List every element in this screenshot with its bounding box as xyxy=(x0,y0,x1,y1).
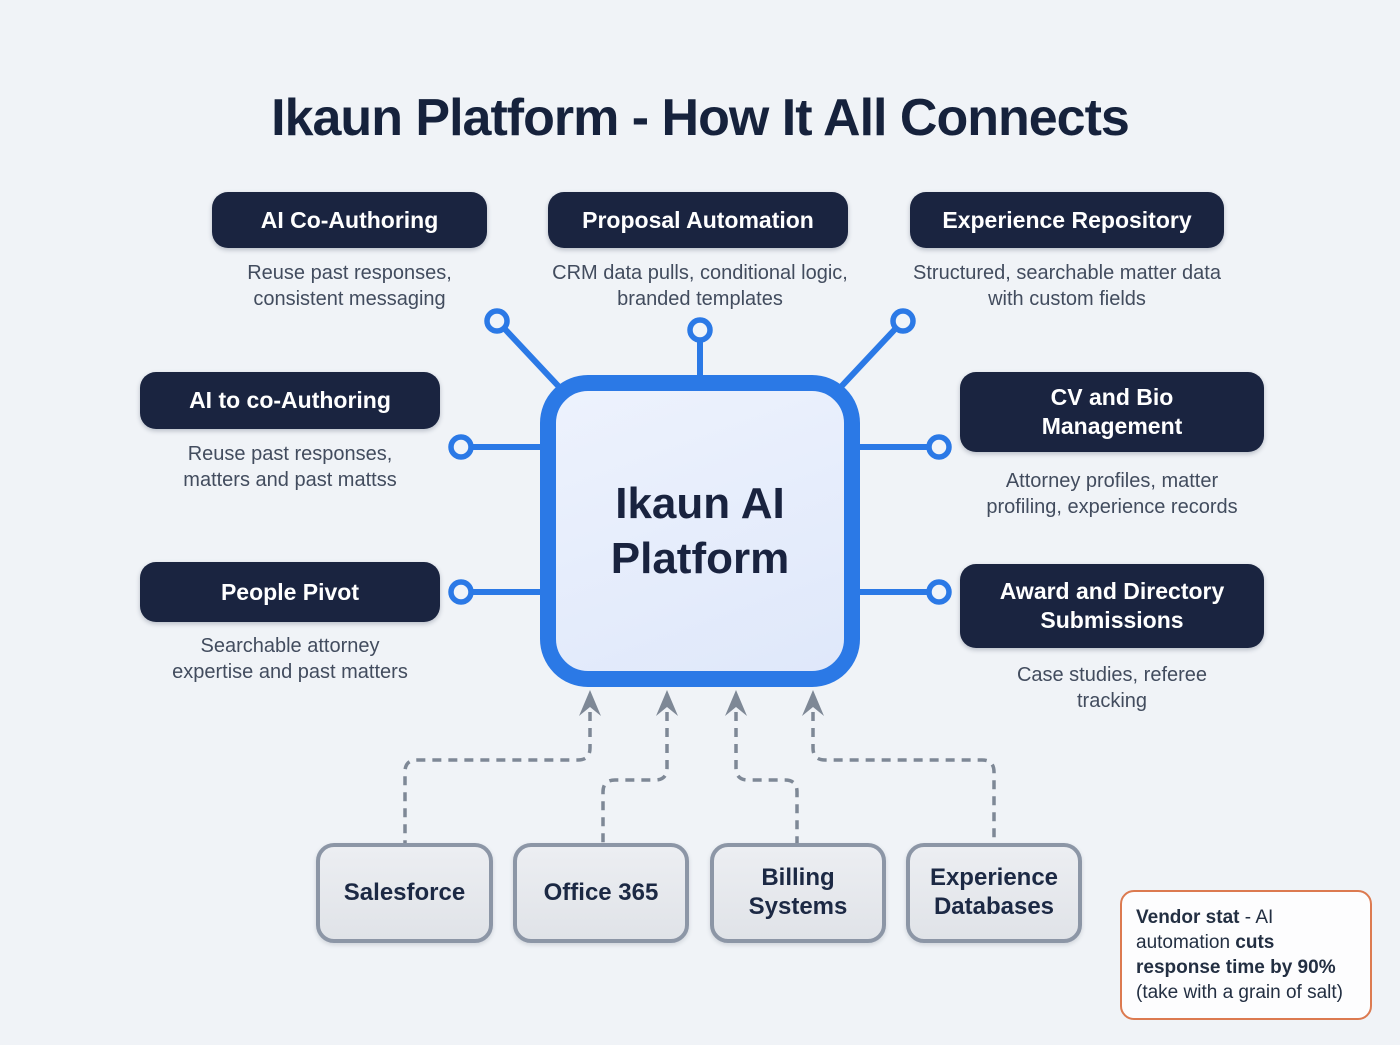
connector-line xyxy=(499,323,565,393)
central-platform-label: Ikaun AI Platform xyxy=(610,479,790,583)
feature-pill-label: CV and Bio Management xyxy=(1041,384,1183,439)
connector-node-icon xyxy=(687,317,713,343)
feature-pill-people-pivot: People Pivot xyxy=(140,562,440,622)
connector-node-icon xyxy=(926,579,952,605)
vendor-stat-text: (take with a grain of salt) xyxy=(1136,982,1343,1003)
integration-box-office-365: Office 365 xyxy=(513,843,689,943)
feature-pill-ai-to-co-authoring: AI to co-Authoring xyxy=(140,372,440,429)
connector-node-icon xyxy=(448,579,474,605)
integration-box-billing-systems: Billing Systems xyxy=(710,843,886,943)
arrow-up-icon xyxy=(579,690,601,716)
connector-line xyxy=(835,323,901,393)
feature-pill-proposal-automation: Proposal Automation xyxy=(548,192,848,248)
vendor-stat-bold-lead: Vendor stat xyxy=(1136,907,1240,928)
integration-label: Office 365 xyxy=(543,878,659,906)
dashed-connectors xyxy=(403,712,996,843)
feature-pill-ai-co-authoring: AI Co-Authoring xyxy=(212,192,487,248)
arrow-up-icon xyxy=(656,690,678,716)
blue-connector-lines xyxy=(470,323,930,595)
connector-node-icon xyxy=(926,434,952,460)
connector-node-icon xyxy=(448,434,474,460)
integration-label: Experience Databases xyxy=(929,864,1059,920)
feature-pill-label: People Pivot xyxy=(220,578,360,605)
feature-desc-ai-co-authoring: Reuse past responses, consistent messagi… xyxy=(247,262,452,310)
vendor-stat-callout: Vendor stat - AI automation cuts respons… xyxy=(1120,890,1372,1020)
feature-pill-label: Proposal Automation xyxy=(582,206,814,233)
feature-pill-label: Award and Directory Submissions xyxy=(999,578,1225,633)
feature-pill-label: Experience Repository xyxy=(942,206,1192,233)
feature-pill-experience-repository: Experience Repository xyxy=(910,192,1224,248)
feature-desc-proposal-automation: CRM data pulls, conditional logic, brand… xyxy=(552,262,848,310)
feature-pill-award-directory-submissions: Award and Directory Submissions xyxy=(960,564,1264,648)
feature-pill-label: AI to co-Authoring xyxy=(189,387,391,414)
feature-desc-experience-repository: Structured, searchable matter data with … xyxy=(913,262,1221,310)
page-title: Ikaun Platform - How It All Connects xyxy=(271,89,1130,147)
arrow-up-icon xyxy=(802,690,824,716)
dashed-connector xyxy=(403,712,592,843)
arrowheads xyxy=(579,690,824,716)
connector-node-icon xyxy=(890,308,916,334)
connector-nodes xyxy=(448,308,952,605)
dashed-connector xyxy=(601,712,669,843)
integration-box-experience-databases: Experience Databases xyxy=(906,843,1082,943)
central-platform-node: Ikaun AI Platform xyxy=(540,375,860,687)
feature-desc-award-directory-submissions: Case studies, referee tracking xyxy=(1016,664,1208,712)
arrow-up-icon xyxy=(725,690,747,716)
feature-desc-people-pivot: Searchable attorney expertise and past m… xyxy=(172,635,408,683)
dashed-connector xyxy=(734,712,799,843)
feature-desc-ai-to-co-authoring: Reuse past responses, matters and past m… xyxy=(183,443,397,491)
vendor-stat-text: - AI automation xyxy=(1136,907,1274,953)
feature-pill-label: AI Co-Authoring xyxy=(260,206,439,233)
feature-pill-cv-bio-management: CV and Bio Management xyxy=(960,372,1264,452)
integration-label: Salesforce xyxy=(343,878,466,906)
integration-box-salesforce: Salesforce xyxy=(316,843,493,943)
feature-desc-cv-bio-management: Attorney profiles, matter profiling, exp… xyxy=(986,470,1238,518)
vendor-stat-bold-claim: cuts response time by 90% xyxy=(1136,932,1336,978)
connector-node-icon xyxy=(484,308,510,334)
integration-label: Billing Systems xyxy=(748,864,848,920)
dashed-connector xyxy=(811,712,996,843)
